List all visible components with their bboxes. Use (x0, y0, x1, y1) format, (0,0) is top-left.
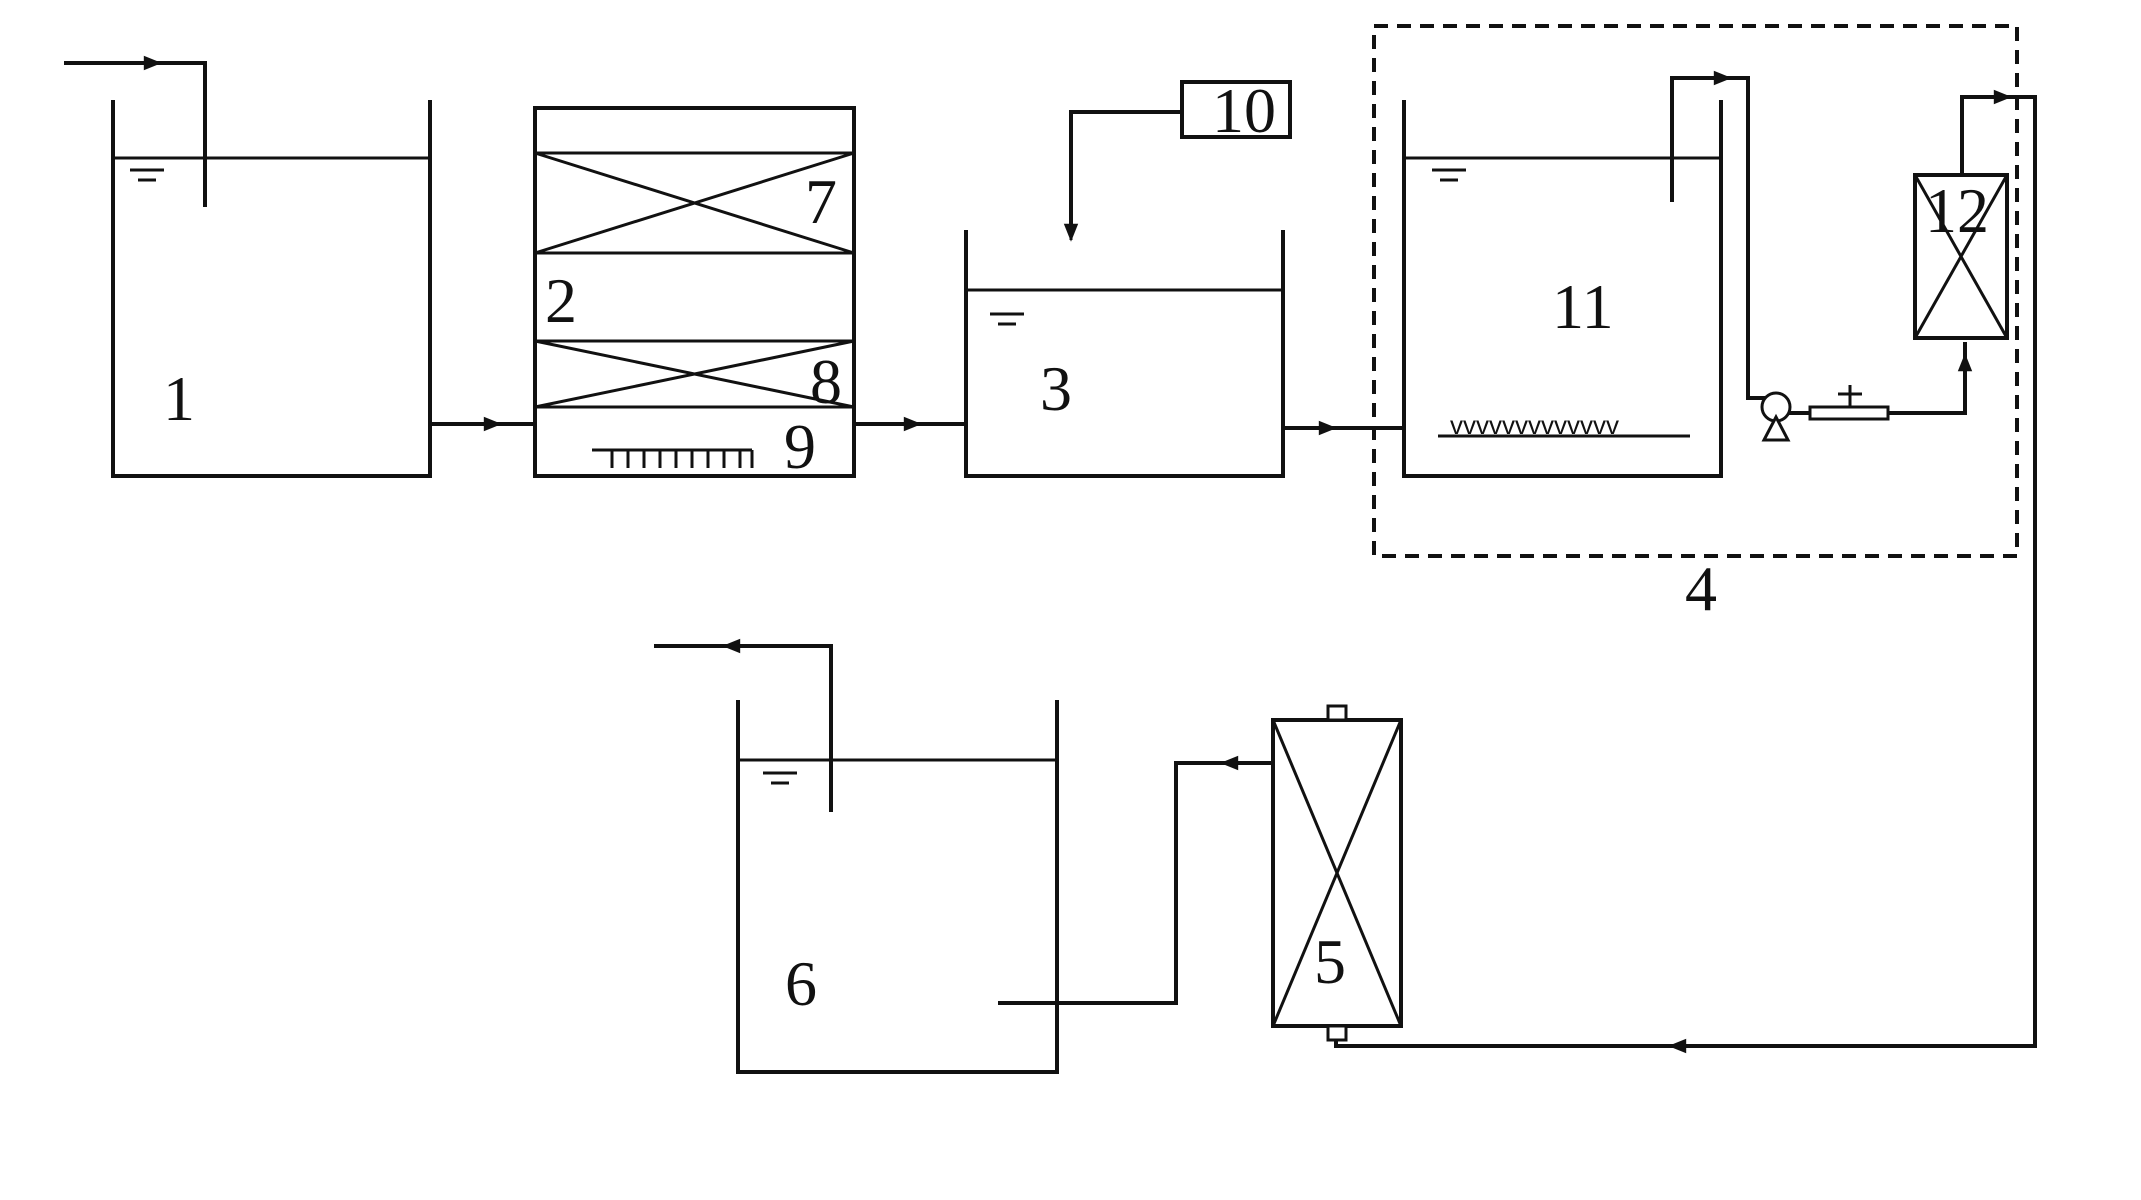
unit-4-enclosure (1372, 24, 2019, 558)
tank-3: 3 (964, 230, 1285, 478)
tank-1: 1 (64, 55, 432, 478)
pump-icon (1760, 391, 1792, 442)
tank-3-label: 3 (1040, 353, 1072, 424)
layer-7-label: 7 (805, 166, 837, 237)
water-level-symbol (990, 312, 1024, 326)
aerator-9-label: 9 (784, 411, 816, 482)
outlet-pipe-6 (654, 644, 833, 812)
box-10-label: 10 (1212, 75, 1276, 146)
filter-12: 12 (1913, 173, 2009, 340)
column-5-label: 5 (1314, 926, 1346, 997)
inlet-pipe-1 (64, 61, 207, 207)
filter-12-label: 12 (1925, 175, 1989, 246)
tank-6: 6 (654, 638, 1059, 1074)
pipe-pump-to-12 (1788, 342, 1967, 415)
tank-11: vvvvvvvvvvvvv 11 (1402, 100, 1723, 478)
tank-11-label: 11 (1552, 271, 1614, 342)
water-level-symbol (130, 168, 164, 182)
tank-1-label: 1 (163, 363, 195, 434)
layer-8-label: 8 (810, 346, 842, 417)
unit-4-label: 4 (1685, 553, 1717, 624)
pump-suction-pipe (1670, 76, 1766, 400)
flowmeter-icon (1808, 385, 1890, 421)
column-5: 5 (1271, 704, 1403, 1042)
dosing-line (1069, 110, 1184, 232)
aerator-9-grid (592, 448, 754, 468)
reactor-2: 2 7 8 9 (533, 106, 856, 482)
water-level-symbol (763, 771, 797, 785)
pipe-5-to-6 (998, 761, 1275, 1005)
dosing-box-10: 10 (1063, 75, 1292, 242)
pipe-12-to-5 (1334, 95, 2037, 1048)
reactor-2-label: 2 (545, 265, 577, 336)
tank-6-label: 6 (785, 948, 817, 1019)
diffuser-icon: vvvvvvvvvvvvv (1450, 410, 1619, 440)
water-level-symbol (1432, 168, 1466, 182)
